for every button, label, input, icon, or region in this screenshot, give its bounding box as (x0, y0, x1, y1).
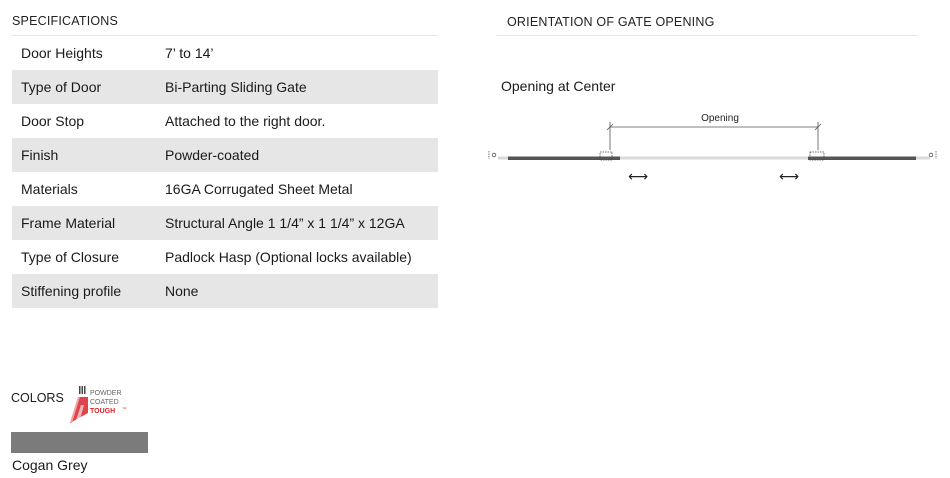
opening-label: Opening (701, 113, 739, 124)
spec-value: Attached to the right door. (165, 113, 326, 129)
orientation-subtitle: Opening at Center (501, 78, 616, 94)
spec-label: Door Stop (21, 113, 85, 129)
right-slide-arrow-icon: ⟷ (779, 169, 799, 185)
right-end-post (928, 151, 937, 159)
spec-value: 16GA Corrugated Sheet Metal (165, 181, 353, 197)
left-gate-leaf (508, 156, 620, 160)
color-swatch (11, 432, 148, 453)
spec-value: Bi-Parting Sliding Gate (165, 79, 307, 95)
spec-row: Finish Powder-coated (12, 138, 438, 172)
spec-row: Materials 16GA Corrugated Sheet Metal (12, 172, 438, 206)
opening-tick-right (814, 123, 822, 131)
spec-label: Door Heights (21, 45, 103, 61)
gate-opening-diagram: Opening ⟷ ⟷ (488, 113, 937, 185)
spec-value: Structural Angle 1 1/4” x 1 1/4” x 12GA (165, 215, 405, 231)
spec-row: Door Stop Attached to the right door. (12, 104, 438, 138)
left-end-post (488, 151, 497, 159)
spec-label: Materials (21, 181, 78, 197)
spec-label: Stiffening profile (21, 283, 122, 299)
left-gate-hardware (599, 151, 613, 161)
spec-value: Padlock Hasp (Optional locks available) (165, 249, 412, 265)
spec-value: None (165, 283, 199, 299)
logo-line-2: COATED (90, 399, 119, 406)
color-swatch-name: Cogan Grey (12, 457, 88, 473)
logo-line-1: POWDER (90, 390, 122, 397)
spec-label: Frame Material (21, 215, 116, 231)
left-slide-arrow-icon: ⟷ (628, 169, 648, 185)
spec-label: Finish (21, 147, 59, 163)
spec-row: Frame Material Structural Angle 1 1/4” x… (12, 206, 438, 240)
spec-label: Type of Door (21, 79, 102, 95)
spec-value: 7’ to 14’ (165, 45, 214, 61)
colors-title: COLORS (11, 391, 64, 405)
logo-trademark: ™ (122, 406, 126, 411)
right-gate-leaf (808, 156, 916, 160)
spec-row: Stiffening profile None (12, 274, 438, 308)
right-gate-hardware (809, 151, 825, 161)
specifications-table: Door Heights 7’ to 14’ Type of Door Bi-P… (12, 36, 438, 308)
powder-coated-tough-logo: POWDER COATED TOUGH ™ (70, 386, 126, 423)
orientation-divider (496, 35, 918, 36)
specifications-divider (12, 35, 438, 36)
spec-row: Type of Door Bi-Parting Sliding Gate (12, 70, 438, 104)
specifications-title: SPECIFICATIONS (12, 14, 119, 28)
spec-row: Door Heights 7’ to 14’ (12, 36, 438, 70)
spec-row: Type of Closure Padlock Hasp (Optional l… (12, 240, 438, 274)
opening-tick-left (606, 123, 614, 131)
spec-label: Type of Closure (21, 249, 120, 265)
logo-line-3: TOUGH (90, 408, 115, 415)
orientation-title: ORIENTATION OF GATE OPENING (507, 15, 715, 29)
spec-value: Powder-coated (165, 147, 260, 163)
logo-emblem-icon (70, 386, 88, 423)
